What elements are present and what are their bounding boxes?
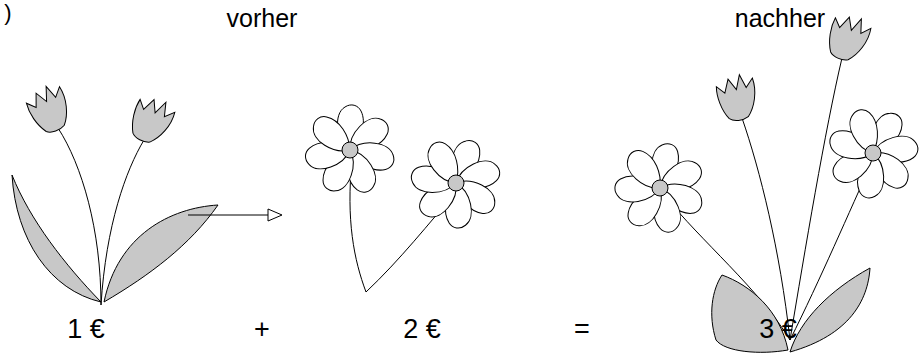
price-label: + xyxy=(254,316,270,343)
tulip-bunch xyxy=(12,81,218,305)
arrow xyxy=(188,209,282,221)
item-marker: ) xyxy=(4,2,11,24)
daisy-bunch xyxy=(303,105,503,292)
price-label: 3 € xyxy=(759,316,797,343)
mixed-bouquet xyxy=(614,11,919,352)
price-label: = xyxy=(574,316,590,343)
stage-heading: nachher xyxy=(735,6,825,31)
price-label: 2 € xyxy=(403,316,441,343)
stage-heading: vorher xyxy=(227,6,298,31)
price-label: 1 € xyxy=(67,316,105,343)
